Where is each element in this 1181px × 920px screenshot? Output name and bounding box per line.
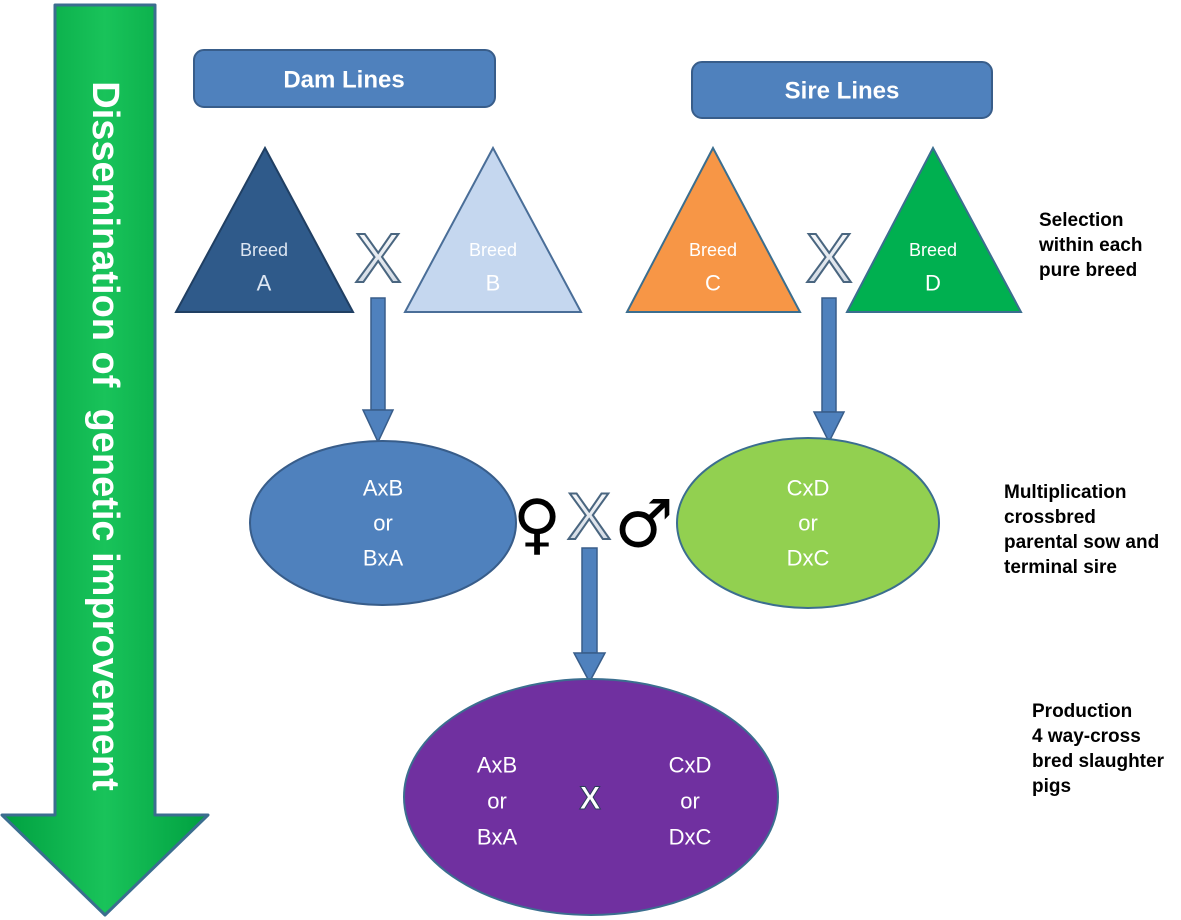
production-left-line-2: or xyxy=(487,789,507,814)
dissemination-arrow xyxy=(0,3,210,917)
sire-crossbred-line-2: or xyxy=(798,511,818,536)
breed-c-word: Breed xyxy=(689,240,737,260)
multiplication-stage-label: Multiplication crossbred parental sow an… xyxy=(1004,480,1159,580)
sire-crossbred-line-1: CxD xyxy=(787,476,830,501)
selection-label-line: pure breed xyxy=(1039,260,1138,281)
multiplication-label-line: terminal sire xyxy=(1004,557,1117,578)
production-stage-label: Production 4 way-cross bred slaughter pi… xyxy=(1032,699,1164,799)
female-symbol-icon: ♀ xyxy=(513,486,561,563)
breed-a-triangle xyxy=(174,145,355,313)
cross-symbol-crossbred: X xyxy=(567,479,611,553)
down-arrow-dam xyxy=(361,297,395,444)
multiplication-label-line: crossbred xyxy=(1004,507,1096,528)
breed-b-letter: B xyxy=(486,271,501,296)
selection-label-line: within each xyxy=(1039,235,1143,256)
breed-d-word: Breed xyxy=(909,240,957,260)
multiplication-label-line: Multiplication xyxy=(1004,482,1127,503)
breed-c-letter: C xyxy=(705,271,721,296)
down-arrow-production xyxy=(572,547,607,684)
production-label-line: 4 way-cross xyxy=(1032,726,1141,747)
production-label-line: bred slaughter xyxy=(1032,751,1164,772)
production-left-line-1: AxB xyxy=(477,753,517,778)
production-label-line: Production xyxy=(1032,701,1133,722)
breed-d-letter: D xyxy=(925,271,941,296)
sire-crossbred-line-3: DxC xyxy=(787,546,830,571)
selection-label-line: Selection xyxy=(1039,210,1124,231)
production-right-line-3: DxC xyxy=(669,825,712,850)
down-arrow-sire xyxy=(812,297,846,444)
breed-c-triangle xyxy=(625,145,802,313)
sire-lines-header-label: Sire Lines xyxy=(785,78,900,105)
dam-crossbred-line-1: AxB xyxy=(363,476,403,501)
sire-lines-header xyxy=(691,61,993,119)
breed-b-word: Breed xyxy=(469,240,517,260)
sire-crossbred-ellipse xyxy=(676,437,940,609)
dam-crossbred-ellipse xyxy=(249,440,517,606)
production-right-line-2: or xyxy=(680,789,700,814)
dam-crossbred-line-2: or xyxy=(373,511,393,536)
breed-a-word: Breed xyxy=(240,240,288,260)
dam-lines-header xyxy=(193,49,496,108)
dam-crossbred-line-3: BxA xyxy=(363,546,404,571)
cross-symbol-dam-breeds: X xyxy=(355,219,402,297)
cross-symbol-sire-breeds: X xyxy=(806,219,853,297)
production-cross-symbol: X xyxy=(579,780,601,816)
breed-a-letter: A xyxy=(257,271,272,296)
production-ellipse xyxy=(403,678,779,916)
selection-stage-label: Selection within each pure breed xyxy=(1039,208,1142,283)
male-symbol-icon: ♂ xyxy=(614,486,673,563)
production-right-line-1: CxD xyxy=(669,753,712,778)
dam-lines-header-label: Dam Lines xyxy=(283,67,404,94)
production-label-line: pigs xyxy=(1032,776,1072,797)
breed-b-triangle xyxy=(403,145,583,313)
breed-d-triangle xyxy=(845,145,1023,313)
dissemination-label: Dissemination of genetic improvement xyxy=(84,81,126,791)
multiplication-label-line: parental sow and xyxy=(1004,532,1160,553)
production-left-line-3: BxA xyxy=(477,825,518,850)
